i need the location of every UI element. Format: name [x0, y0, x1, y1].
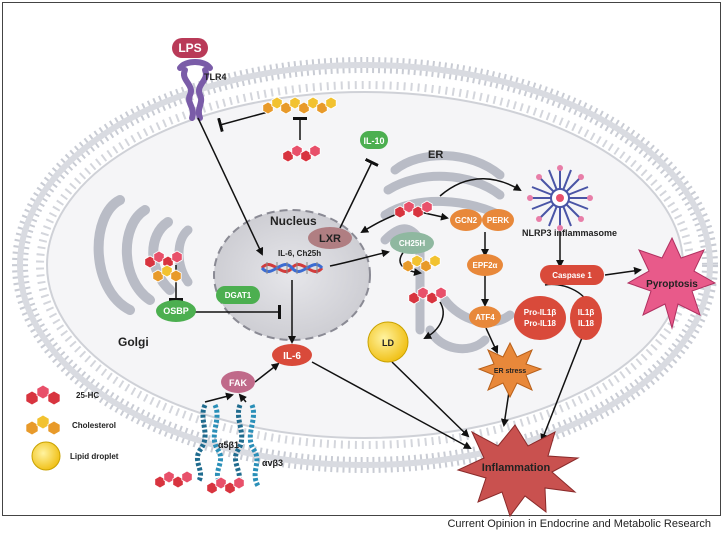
labels: LPS TLR4 IL-10 ER Nucleus LXR IL-6, Ch25… — [70, 41, 698, 474]
connections — [169, 111, 642, 449]
dna-helix — [260, 262, 324, 274]
lps-label: LPS — [178, 41, 201, 55]
cholesterol-molecule — [161, 264, 173, 278]
perk-label: PERK — [487, 216, 509, 225]
pyroptosis-label: Pyroptosis — [646, 279, 698, 290]
legend-cholesterol-icon — [36, 414, 50, 430]
hc25-molecule — [215, 476, 227, 490]
cholesterol-molecule — [429, 254, 441, 268]
hc25-molecule — [153, 250, 165, 264]
cholesterol-molecule — [271, 96, 283, 110]
atf4-label: ATF4 — [475, 313, 495, 322]
journal-credit: Current Opinion in Endocrine and Metabol… — [447, 518, 711, 530]
legend-25hc-icon — [25, 390, 39, 406]
ch25h-label: CH25H — [399, 239, 425, 248]
legend-cholesterol-icon — [47, 420, 61, 436]
pyroptosis-star — [626, 236, 717, 330]
il18-label: IL18 — [578, 319, 595, 328]
cholesterol-molecule — [289, 96, 301, 110]
legend-cholesterol-label: Cholesterol — [72, 421, 116, 430]
legend-lipid-droplet-label: Lipid droplet — [70, 452, 119, 461]
pro-il18-label: Pro-IL18 — [524, 319, 557, 328]
cholesterol-molecule — [170, 269, 182, 283]
er-stress-star — [477, 341, 543, 399]
nucleus-label: Nucleus — [270, 214, 317, 228]
eif2a-label: EPF2α — [473, 261, 498, 270]
a5b1-label: α5β1 — [218, 440, 239, 450]
hc25-molecule — [181, 470, 193, 484]
hc25-molecule — [403, 200, 415, 214]
legend-25hc-label: 25-HC — [76, 391, 99, 400]
hc25-molecule — [163, 470, 175, 484]
molecule-clusters — [25, 96, 447, 495]
nlrp3-inflammasome-icon — [527, 165, 593, 231]
gcn2-label: GCN2 — [455, 216, 478, 225]
il6-label: IL-6 — [283, 351, 301, 362]
hc25-molecule — [171, 250, 183, 264]
avb3-label: αvβ3 — [262, 458, 283, 468]
nlrp3-label: NLRP3 inflammasome — [522, 228, 617, 238]
lxr-label: LXR — [319, 233, 341, 245]
fak-label: FAK — [229, 378, 248, 388]
golgi-label: Golgi — [118, 335, 149, 349]
hc25-molecule — [435, 286, 447, 300]
caspase1-label: Caspase 1 — [552, 271, 592, 280]
cholesterol-molecule — [325, 96, 337, 110]
hc25-molecule — [309, 144, 321, 158]
hc25-molecule — [421, 200, 433, 214]
gene-label: IL-6, Ch25h — [278, 249, 321, 258]
hc25-molecule — [291, 144, 303, 158]
tlr4-receptor-icon — [177, 59, 213, 121]
integrin-a5b1-icon — [194, 403, 224, 484]
cholesterol-molecule — [307, 96, 319, 110]
legend-25hc-icon — [36, 384, 50, 400]
nodes — [156, 38, 604, 393]
tlr4-label: TLR4 — [204, 72, 227, 82]
hc25-molecule — [233, 476, 245, 490]
inflammation-star — [456, 424, 580, 518]
il10-label: IL-10 — [363, 136, 384, 146]
er-label: ER — [428, 149, 443, 161]
ld-label: LD — [382, 338, 394, 348]
cholesterol-molecule — [411, 254, 423, 268]
er-stress-label: ER stress — [494, 368, 526, 375]
osbp-label: OSBP — [163, 306, 189, 316]
legend-shapes — [31, 441, 61, 471]
lipid-droplet — [367, 321, 409, 363]
dgat1-label: DGAT1 — [225, 291, 252, 300]
legend-25hc-icon — [47, 390, 61, 406]
hc25-molecule — [417, 286, 429, 300]
il1b-label: IL1β — [578, 308, 595, 317]
legend-cholesterol-icon — [25, 420, 39, 436]
pro-il1b-label: Pro-IL1β — [524, 308, 557, 317]
inflammation-label: Inflammation — [482, 462, 551, 474]
integrin-avb3-icon — [232, 404, 261, 488]
